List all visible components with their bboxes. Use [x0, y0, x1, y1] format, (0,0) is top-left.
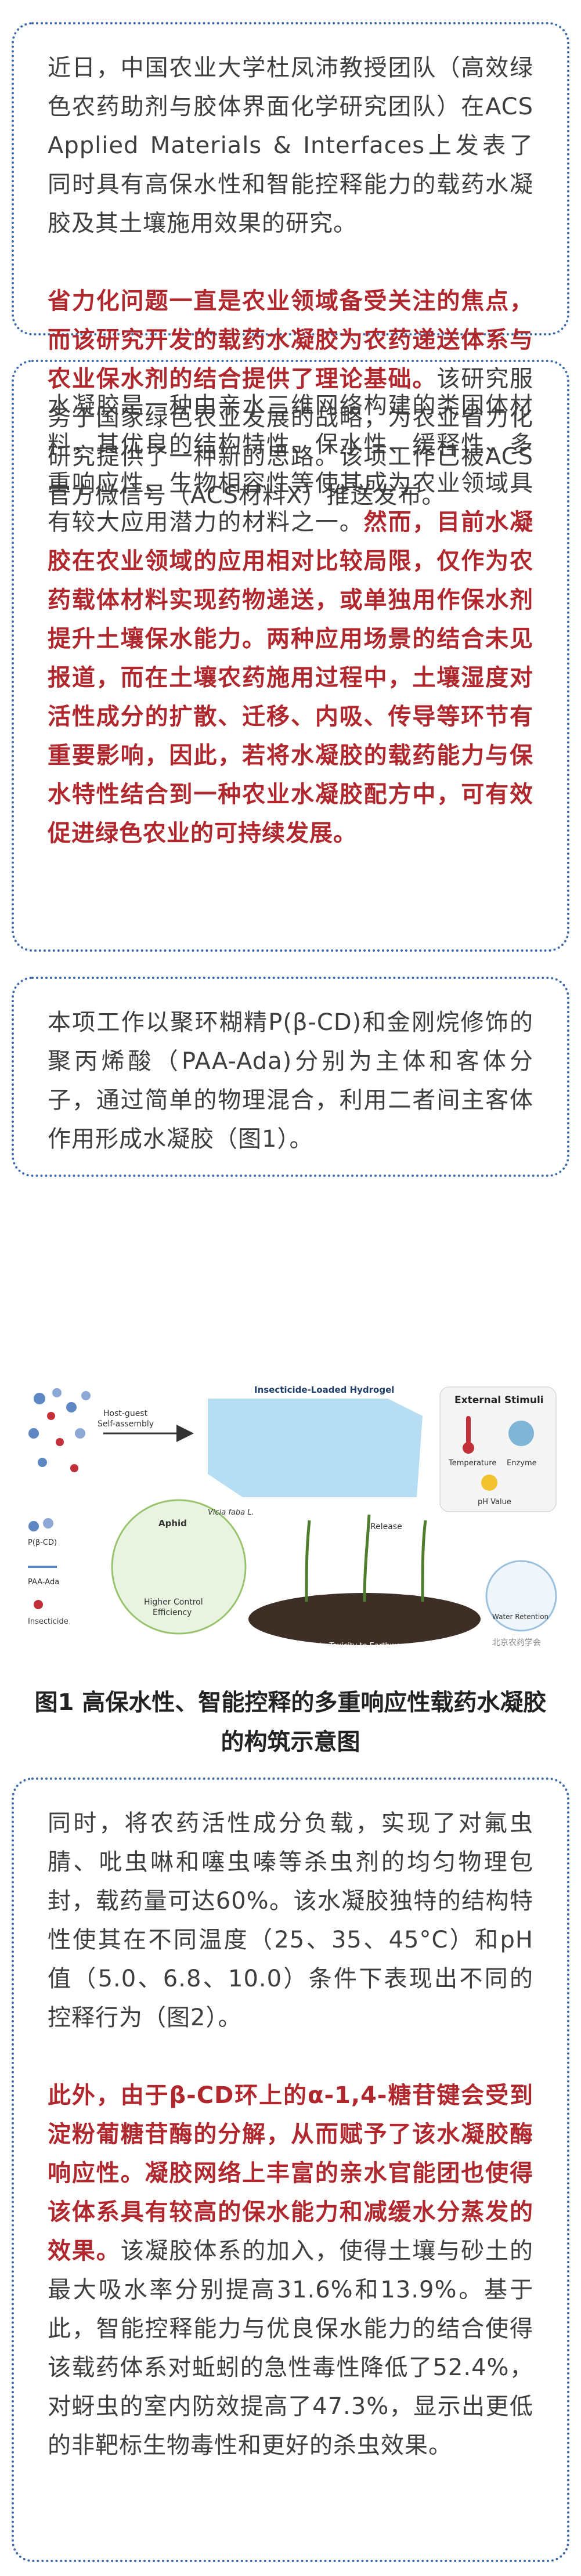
intro-card: 近日，中国农业大学杜凤沛教授团队（高效绿色农药助剂与胶体界面化学研究团队）在AC…	[12, 22, 569, 509]
highlight-text: 省力化问题一直是农业领域备受关注的焦点，而该研究开发的载药水凝胶为农药递送体系与…	[48, 288, 533, 392]
soil-ellipse	[248, 1593, 481, 1645]
caption-line-1: 图1 高保水性、智能控释的多重响应性载药水凝胶	[34, 1689, 547, 1716]
body-text: 本项工作以聚环糊精P(β-CD)和金刚烷修饰的聚丙烯酸（PAA-Ada)分别为主…	[48, 1009, 533, 1152]
paa-ada-label: PAA-Ada	[28, 1578, 59, 1587]
water-retention-label: Water Retention	[492, 1613, 548, 1621]
plant-stem-3	[421, 1520, 427, 1602]
highlight-text: 此外，由于β-CD环上的α-1,4-糖苷键会受到淀粉葡糖苷酶的分解，从而赋予了该…	[48, 2082, 533, 2264]
plant-stem-1	[305, 1520, 311, 1602]
enzyme-icon	[508, 1421, 534, 1446]
pbcd-label: P(β-CD)	[28, 1538, 57, 1547]
hydrogel-label: Insecticide-Loaded Hydrogel	[254, 1385, 394, 1395]
plant-stem-2	[363, 1514, 371, 1602]
hydrogel-block	[208, 1399, 423, 1497]
paragraph: 近日，中国农业大学杜凤沛教授团队（高效绿色农药助剂与胶体界面化学研究团队）在AC…	[48, 49, 533, 243]
highlight-text: 然而，目前水凝胶在农业领域的应用相对比较局限，仅作为农药载体材料实现药物递送，或…	[48, 509, 534, 847]
higher-control-label: Higher Control	[144, 1598, 203, 1607]
self-assembly-label: Self-assembly	[98, 1419, 154, 1429]
body-text: 同时，将农药活性成分负载，实现了对氟虫腈、吡虫啉和噻虫嗪等杀虫剂的均匀物理包封，…	[48, 1810, 533, 2031]
paragraph: 水凝胶是一种由亲水三维网络构建的类固体材料，其优良的结构特性、保水性、缓释性、多…	[48, 386, 533, 853]
polymer-network-left	[28, 1388, 91, 1472]
thermometer-bulb-icon	[463, 1442, 474, 1454]
insecticide-label: Insecticide	[28, 1617, 68, 1626]
water-retention-circle	[485, 1560, 557, 1632]
legend-insecticide	[34, 1600, 43, 1609]
enzyme-label: Enzyme	[507, 1459, 537, 1468]
body-text: 水凝胶是一种由亲水三维网络构建的类固体材料，其优良的结构特性、保水性、缓释性、多…	[48, 392, 533, 536]
figure-1-schematic: Insecticide-Loaded Hydrogel Host-guest S…	[16, 1375, 565, 1663]
aphid-circle	[111, 1499, 247, 1635]
paragraph: 省力化问题一直是农业领域备受关注的焦点，而该研究开发的载药水凝胶为农药递送体系与…	[48, 282, 533, 515]
legend-pbcd	[28, 1518, 53, 1531]
background-card: 水凝胶是一种由亲水三维网络构建的类固体材料，其优良的结构特性、保水性、缓释性、多…	[12, 360, 569, 952]
temperature-label: Temperature	[448, 1459, 496, 1468]
body-text: 该凝胶体系的加入，使得土壤与砂土的最大吸水率分别提高31.6%和13.9%。基于…	[48, 2238, 534, 2459]
body-text: 近日，中国农业大学杜凤沛教授团队（高效绿色农药助剂与胶体界面化学研究团队）在AC…	[48, 55, 533, 237]
aphid-label: Aphid	[158, 1518, 187, 1529]
lower-toxicity-label: Lower Acute Toxicity to Earthworms	[280, 1642, 415, 1650]
paragraph: 此外，由于β-CD环上的α-1,4-糖苷键会受到淀粉葡糖苷酶的分解，从而赋予了该…	[48, 2076, 533, 2465]
external-stimuli-label: External Stimuli	[454, 1394, 544, 1406]
ph-icon	[481, 1475, 497, 1491]
figure-caption: 图1 高保水性、智能控释的多重响应性载药水凝胶 的构筑示意图	[0, 1683, 581, 1762]
release-label: Release	[370, 1522, 402, 1531]
efficiency-label: Efficiency	[153, 1608, 192, 1617]
results-card: 同时，将农药活性成分负载，实现了对氟虫腈、吡虫啉和噻虫嗪等杀虫剂的均匀物理包封，…	[12, 1777, 569, 2562]
method-card: 本项工作以聚环糊精P(β-CD)和金刚烷修饰的聚丙烯酸（PAA-Ada)分别为主…	[12, 977, 569, 1177]
body-text: 该研究服务于国家绿色农业发展的战略，为农业省力化研究提供了一种新的思路。该项工作…	[48, 366, 534, 509]
vicia-label: Vicia faba L.	[208, 1508, 254, 1517]
paragraph: 本项工作以聚环糊精P(β-CD)和金刚烷修饰的聚丙烯酸（PAA-Ada)分别为主…	[48, 1003, 533, 1159]
host-guest-label: Host-guest	[103, 1409, 148, 1418]
paragraph: 同时，将农药活性成分负载，实现了对氟虫腈、吡虫啉和噻虫嗪等杀虫剂的均匀物理包封，…	[48, 1804, 533, 2037]
caption-line-2: 的构筑示意图	[221, 1729, 360, 1755]
watermark-text: 北京农药学会	[492, 1638, 541, 1648]
ph-label: pH Value	[478, 1498, 511, 1506]
thermometer-icon	[466, 1416, 471, 1445]
